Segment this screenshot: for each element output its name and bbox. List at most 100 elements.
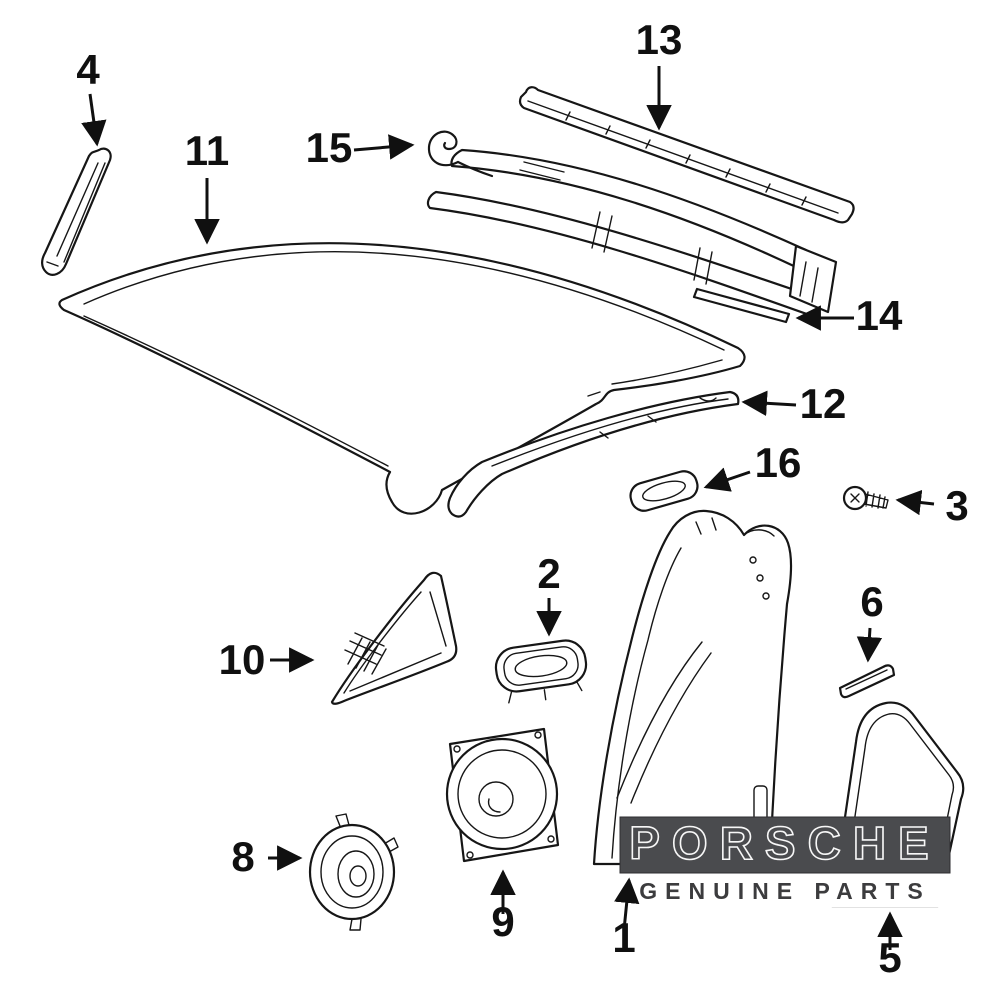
part-4-pillar-trim-drawing xyxy=(41,147,112,276)
quarter-panel-inner-edge xyxy=(611,547,682,859)
quarter-panel-hole xyxy=(762,592,770,600)
pillar-trim-inner-lines xyxy=(46,162,106,267)
speaker-screw xyxy=(466,851,474,859)
part-6-clip-strip-drawing xyxy=(838,664,896,699)
seal-inner-loop xyxy=(842,713,955,899)
strip-inner-line xyxy=(527,100,839,214)
part-12-header-trim-drawing xyxy=(447,390,740,518)
callout-16-arrow xyxy=(703,467,751,492)
callout-4-label: 4 xyxy=(76,46,100,93)
quarter-panel-hole xyxy=(749,556,757,564)
speaker-surround xyxy=(457,749,547,839)
callout-3-label: 3 xyxy=(945,482,968,529)
quarter-panel-hole xyxy=(756,574,764,582)
part-9-speaker-large-drawing xyxy=(445,727,560,863)
callout-4: 4 xyxy=(76,46,107,147)
callout-12-arrow xyxy=(741,390,797,417)
callout-3: 3 xyxy=(895,482,969,529)
part-14-trim-strip-drawing xyxy=(692,287,791,324)
callout-1-label: 1 xyxy=(612,914,635,961)
grille-outline xyxy=(330,571,458,705)
part-15-hook xyxy=(427,130,494,178)
headliner-inner-bottom xyxy=(83,315,389,467)
strip-outline xyxy=(692,287,791,324)
frame-lower-rail xyxy=(426,190,826,320)
callout-13-label: 13 xyxy=(636,16,683,63)
quarter-panel-outline xyxy=(592,509,793,866)
callout-15-arrow xyxy=(353,134,415,160)
speaker-outer-ring xyxy=(445,737,559,851)
speaker-surround xyxy=(320,835,384,909)
callouts: 4 11 15 13 14 12 16 3 xyxy=(76,16,968,981)
speaker-screw xyxy=(547,835,555,843)
grille-hatch xyxy=(344,632,387,675)
part-8-speaker-small-drawing xyxy=(308,813,399,931)
bracket-outline xyxy=(629,470,699,512)
clip-strip-inner-line xyxy=(845,669,888,690)
callout-11-label: 11 xyxy=(185,127,229,174)
strip-vent-ticks xyxy=(565,111,807,206)
quarter-panel-channel xyxy=(616,641,712,804)
part-3-screw-drawing xyxy=(842,485,889,511)
callout-12-label: 12 xyxy=(800,380,847,427)
speaker-cone xyxy=(337,850,375,898)
callout-2-label: 2 xyxy=(537,550,560,597)
speaker-dust-cap xyxy=(349,865,367,887)
screw-shaft-threads xyxy=(863,491,889,509)
callout-2: 2 xyxy=(536,550,562,637)
speaker-dust-cap xyxy=(478,781,514,817)
badge-tagline-text: GENUINE PARTS xyxy=(639,878,930,904)
seal-outer-loop xyxy=(830,701,965,908)
callout-11: 11 xyxy=(185,127,229,245)
frame-right-bracket xyxy=(788,244,838,314)
callout-6-label: 6 xyxy=(860,578,883,625)
callout-8-label: 8 xyxy=(231,833,254,880)
speaker-tabs xyxy=(335,813,399,931)
callout-15: 15 xyxy=(306,124,415,171)
frame-upper-slot xyxy=(519,161,565,181)
callout-9: 9 xyxy=(490,869,516,945)
callout-9-label: 9 xyxy=(491,898,514,945)
callout-10-label: 10 xyxy=(219,636,266,683)
callout-1: 1 xyxy=(612,877,640,961)
bezel-inner-rim xyxy=(503,646,579,686)
headliner-inner-top xyxy=(83,251,725,351)
callout-3-arrow xyxy=(895,489,935,516)
bezel-opening xyxy=(514,654,568,678)
part-5-window-seal-drawing xyxy=(830,701,965,908)
callout-5: 5 xyxy=(877,911,903,981)
frame-crossbars xyxy=(591,211,713,285)
bezel-outline xyxy=(494,639,588,693)
headliner-outline xyxy=(58,242,746,515)
part-11-headliner-drawing xyxy=(58,242,746,515)
callout-12: 12 xyxy=(741,380,847,427)
part-13-roof-strip-drawing xyxy=(518,86,855,224)
callout-14-label: 14 xyxy=(856,292,903,339)
callout-6: 6 xyxy=(856,578,884,663)
speaker-outer-rim xyxy=(308,823,396,921)
speaker-screw xyxy=(534,731,542,739)
callout-10: 10 xyxy=(219,636,315,683)
roof-frame-assembly-drawing xyxy=(426,130,838,320)
brand-badge: PORSCHE GENUINE PARTS xyxy=(619,816,951,907)
callout-15-label: 15 xyxy=(306,124,353,171)
frame-bracket-slots xyxy=(799,261,819,303)
part-2-bezel-drawing xyxy=(494,639,588,704)
callout-8: 8 xyxy=(231,833,303,880)
callout-5-label: 5 xyxy=(878,934,901,981)
bezel-feet xyxy=(508,680,583,704)
badge-bar xyxy=(619,816,951,874)
bracket-slot xyxy=(642,480,686,502)
callout-14: 14 xyxy=(795,292,903,339)
header-trim-marks xyxy=(599,397,717,439)
callout-6-arrow xyxy=(856,627,883,663)
callout-16-label: 16 xyxy=(755,439,802,486)
quarter-panel-top-marks xyxy=(695,517,775,537)
header-trim-outline xyxy=(447,390,740,518)
callout-16: 16 xyxy=(703,439,802,492)
speaker-screw xyxy=(453,745,461,753)
screw-head-cross xyxy=(850,493,860,503)
badge-white-strip xyxy=(620,873,950,907)
